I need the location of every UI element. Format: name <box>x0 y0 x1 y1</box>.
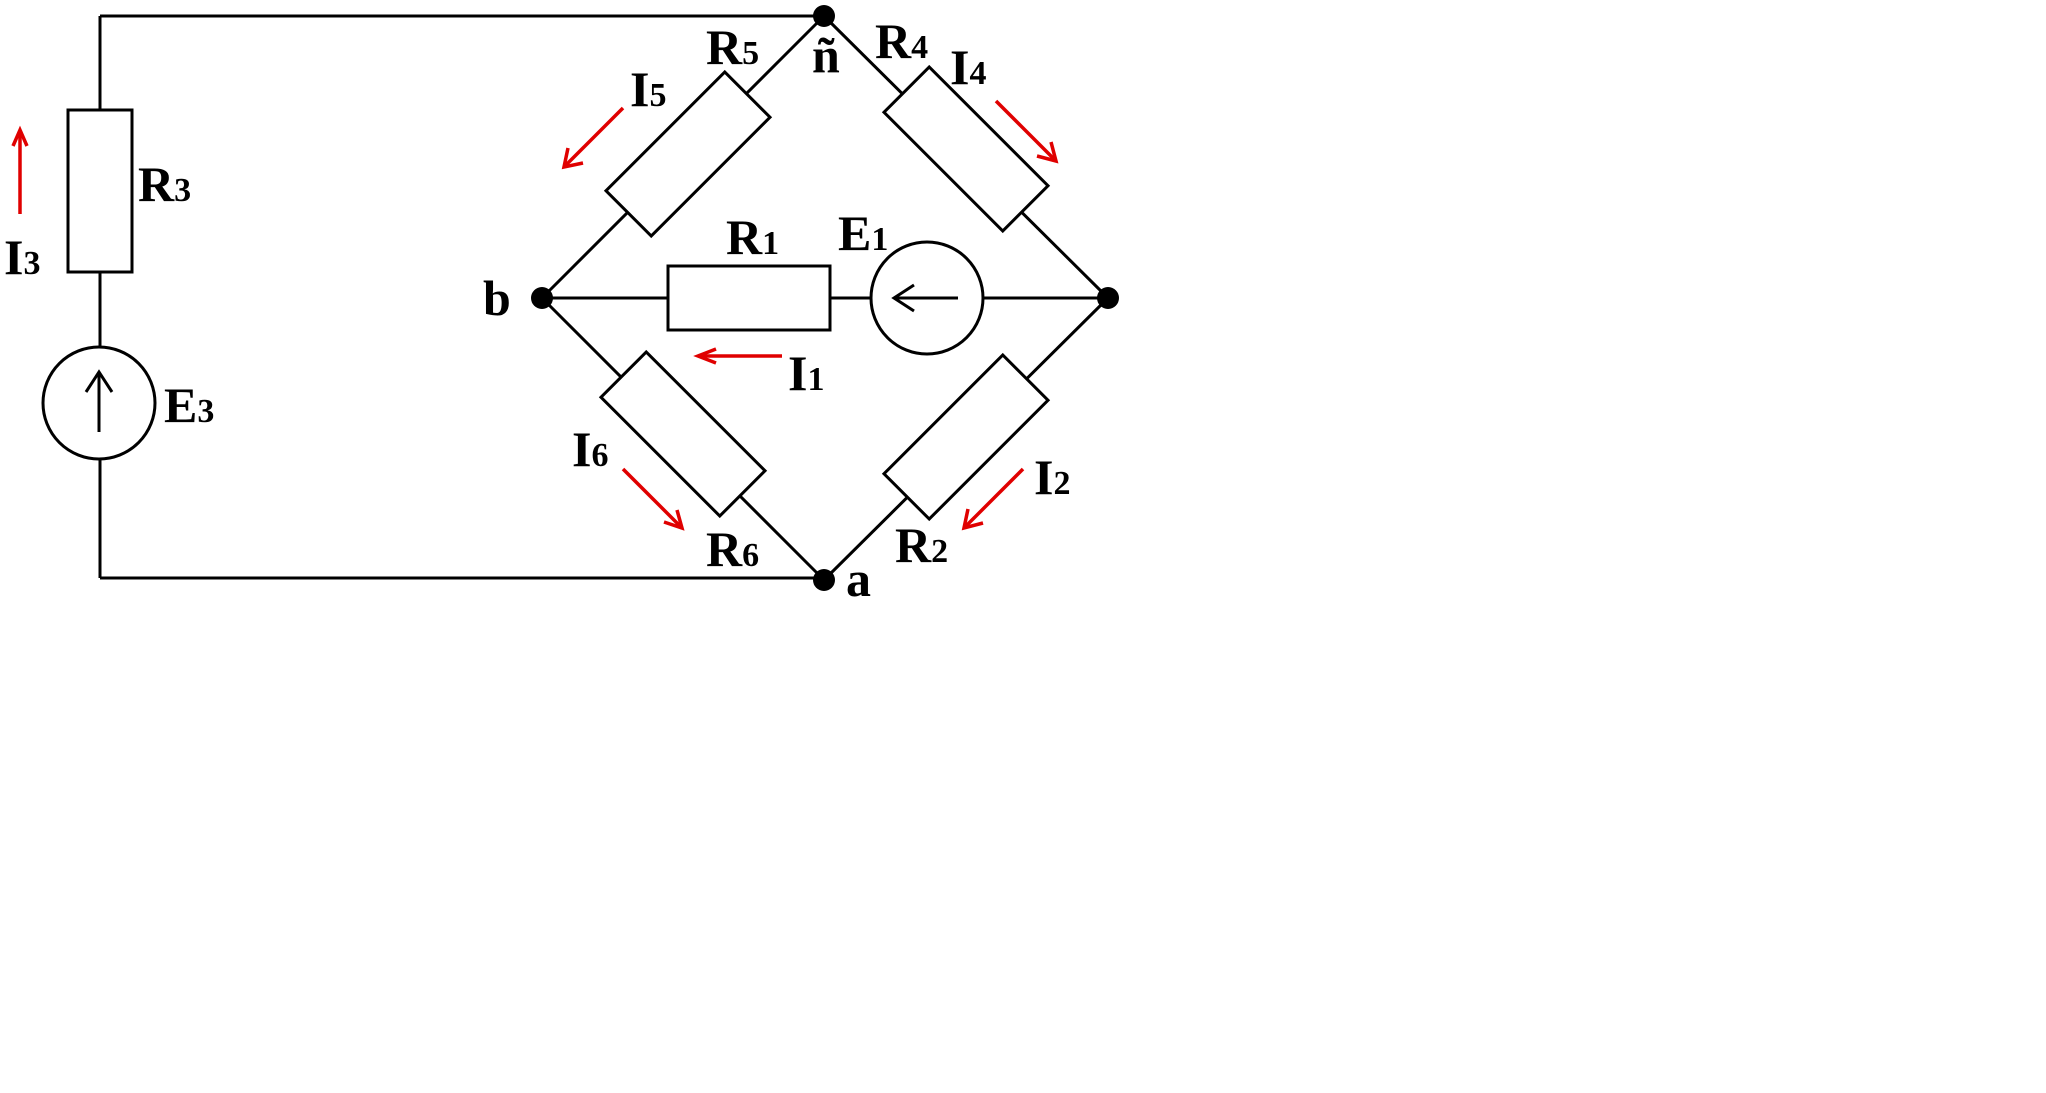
node-label-b: b <box>483 270 511 326</box>
label-r6: R6 <box>706 521 759 577</box>
resistor-r5 <box>603 69 773 239</box>
node-a-dot <box>813 569 835 591</box>
nodes <box>531 5 1119 591</box>
label-i5: I5 <box>630 61 666 117</box>
current-arrow-i2 <box>961 467 1025 531</box>
source-e3 <box>41 345 157 461</box>
resistor-r4 <box>881 64 1051 234</box>
node-b-dot <box>531 287 553 309</box>
label-e1: E1 <box>838 205 888 261</box>
resistors <box>66 64 1051 522</box>
resistor-r1 <box>666 264 832 332</box>
label-r5: R5 <box>706 19 759 75</box>
labels: ñ b a R3 R5 R4 R1 R6 R2 E3 E1 I3 I5 I4 I… <box>4 13 1070 607</box>
node-label-a: a <box>846 551 871 607</box>
source-e1 <box>869 240 985 356</box>
label-i6: I6 <box>572 421 608 477</box>
label-i3: I3 <box>4 229 40 285</box>
label-r3: R3 <box>138 156 191 212</box>
label-r4: R4 <box>875 13 928 69</box>
current-arrow-i1 <box>693 347 782 365</box>
label-r1: R1 <box>726 209 779 265</box>
node-label-n: ñ <box>812 27 840 83</box>
current-arrows <box>11 99 1059 531</box>
current-arrow-i5 <box>561 106 625 170</box>
label-r2: R2 <box>895 517 948 573</box>
resistor-r2 <box>881 352 1051 522</box>
sources <box>41 240 985 461</box>
label-i1: I1 <box>788 345 824 401</box>
label-e3: E3 <box>164 377 214 433</box>
node-right-dot <box>1097 287 1119 309</box>
current-arrow-i6 <box>621 467 685 531</box>
resistor-r6 <box>598 349 768 519</box>
node-n-dot <box>813 5 835 27</box>
current-arrow-i4 <box>994 99 1059 164</box>
resistor-r3 <box>66 108 134 274</box>
label-i2: I2 <box>1034 449 1070 505</box>
label-i4: I4 <box>950 39 986 95</box>
current-arrow-i3 <box>11 125 29 214</box>
